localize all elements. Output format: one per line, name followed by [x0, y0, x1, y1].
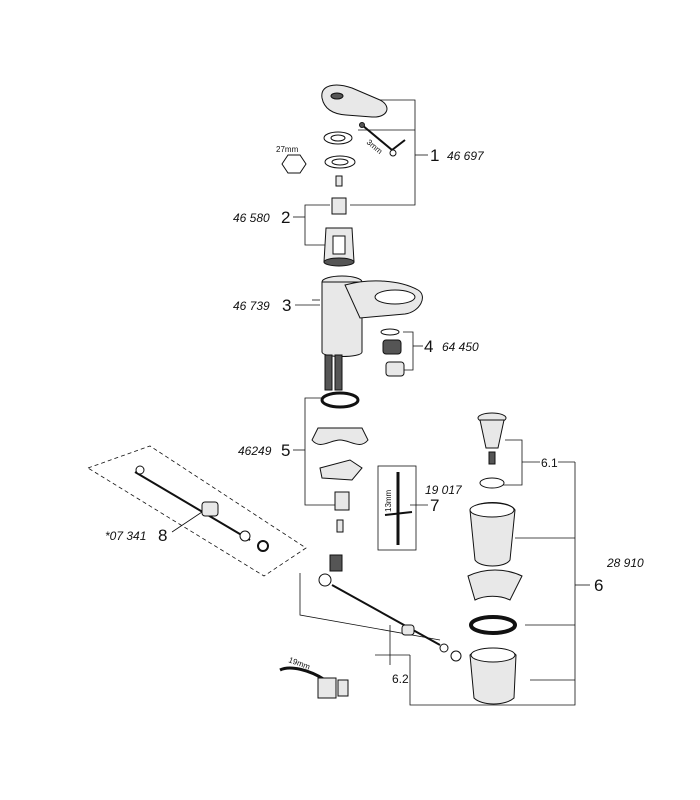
- faucet-body: [312, 275, 423, 391]
- callout-4-code: 64 450: [442, 340, 479, 354]
- callout-2-code: 46 580: [233, 211, 270, 225]
- callout-5-number: 5: [281, 441, 290, 460]
- callout-6-number: 6: [594, 576, 603, 595]
- spanner-tool: [377, 465, 417, 551]
- aerator: [380, 328, 405, 377]
- callout-8-number: 8: [158, 526, 167, 545]
- callout-3-number: 3: [282, 296, 291, 315]
- callout-3-code: 46 739: [233, 299, 270, 313]
- wrench-icon: [279, 666, 349, 699]
- callout-lines: [171, 99, 590, 706]
- hex-key-icon: [359, 122, 406, 157]
- spanner-size-label: 13mm: [384, 489, 393, 512]
- pop-up-rod-set: [87, 445, 307, 577]
- callout-1-code: 46 697: [447, 149, 485, 163]
- waste-set: [467, 412, 523, 705]
- lever-handle: [321, 84, 388, 187]
- drain-linkage: [318, 554, 462, 662]
- nut-size-label: 27mm: [276, 145, 299, 154]
- callout-6-2-number: 6.2: [392, 672, 409, 686]
- callout-6-code: 28 910: [606, 556, 644, 570]
- callout-1-number: 1: [430, 146, 439, 165]
- callout-2-number: 2: [281, 208, 290, 227]
- callout-8-code: *07 341: [105, 529, 146, 543]
- callout-7-number: 7: [430, 496, 439, 515]
- hex-nut-icon: [281, 154, 307, 174]
- callout-4-number: 4: [424, 337, 433, 356]
- callout-5-code: 46249: [238, 444, 272, 458]
- cartridge: [323, 197, 355, 267]
- mounting-set: [311, 391, 369, 533]
- callout-7-code: 19 017: [425, 483, 463, 497]
- callout-6-1-number: 6.1: [541, 456, 558, 470]
